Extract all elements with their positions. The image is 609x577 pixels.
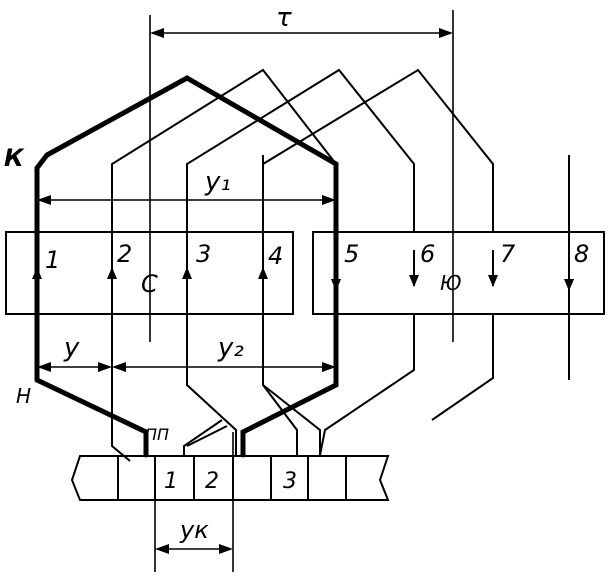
label-pole-n: Ю	[440, 271, 462, 295]
label-pole-s: С	[141, 270, 158, 298]
coil-thin-3	[262, 68, 494, 455]
pole-box-n	[312, 231, 605, 315]
commutator	[70, 455, 390, 501]
dim-y2-arrow-left	[112, 362, 126, 372]
pp-lead	[183, 419, 223, 455]
coil-thin-4	[262, 384, 321, 455]
dim-tau-arrow-left	[150, 28, 164, 38]
slot-label-1: 1	[45, 246, 60, 274]
commutator-label-2: 2	[205, 469, 219, 494]
dim-yk-arrow-left	[155, 544, 169, 554]
slot-label-7: 7	[500, 240, 516, 268]
label-pp: ПП	[145, 425, 169, 444]
coil-thin-7	[186, 425, 228, 447]
coil-thin-5	[319, 314, 415, 456]
slot-label-2: 2	[117, 240, 132, 268]
label-y: y	[63, 333, 80, 363]
label-n: Н	[16, 384, 31, 408]
dim-y2-arrow-right	[322, 362, 336, 372]
commutator-label-3: 3	[283, 469, 297, 494]
label-tau: τ	[276, 3, 292, 33]
coil-thick-main	[34, 75, 339, 458]
label-y2: y₂	[217, 333, 244, 363]
slot-label-3: 3	[196, 240, 211, 268]
dim-tau-arrow-right	[439, 28, 453, 38]
label-yk: yк	[179, 516, 209, 544]
slot-label-8: 8	[574, 240, 589, 268]
dim-y-arrow-right	[98, 362, 112, 372]
coil-thin-2	[186, 68, 415, 455]
slot-label-5: 5	[344, 240, 359, 268]
label-k: К	[4, 144, 25, 172]
label-y1: y₁	[204, 167, 231, 197]
dim-yk-arrow-right	[219, 544, 233, 554]
coil-thick-lead-n	[34, 377, 149, 458]
slot-label-4: 4	[268, 242, 283, 270]
slot-label-6: 6	[420, 240, 435, 268]
commutator-label-1: 1	[164, 469, 178, 494]
coil-thin-6	[431, 314, 494, 421]
dim-y-arrow-left	[37, 362, 51, 372]
dim-y1-arrow-right	[322, 195, 336, 205]
dim-y1-arrow-left	[37, 195, 51, 205]
